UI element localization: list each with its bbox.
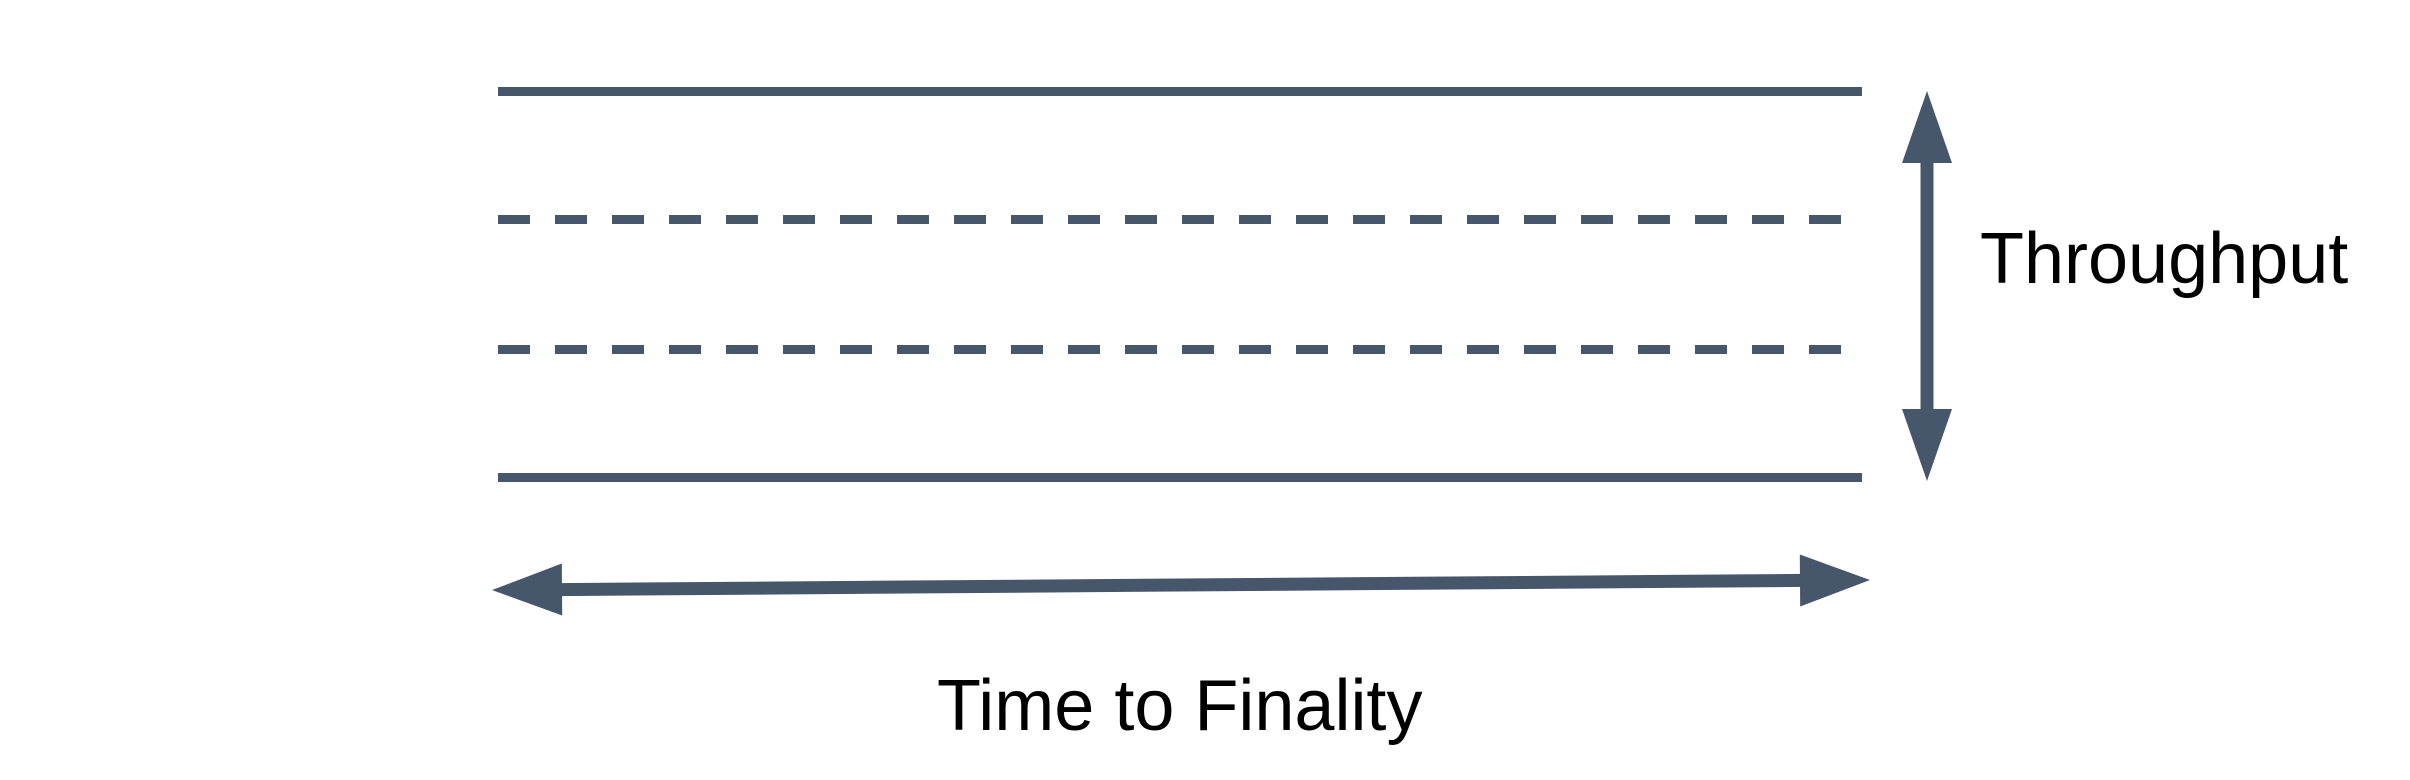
horizontal-double-arrow-icon bbox=[492, 554, 1870, 616]
time-to-finality-label: Time to Finality bbox=[937, 666, 1423, 746]
band-line-4-solid bbox=[498, 473, 1862, 482]
band-line-2-dashed bbox=[498, 215, 1862, 224]
band-line-3-dashed bbox=[498, 345, 1862, 354]
band-line-1-solid bbox=[498, 87, 1862, 96]
vertical-double-arrow-icon bbox=[1902, 91, 1952, 481]
throughput-band bbox=[498, 0, 1862, 780]
throughput-label: Throughput bbox=[1980, 219, 2349, 299]
